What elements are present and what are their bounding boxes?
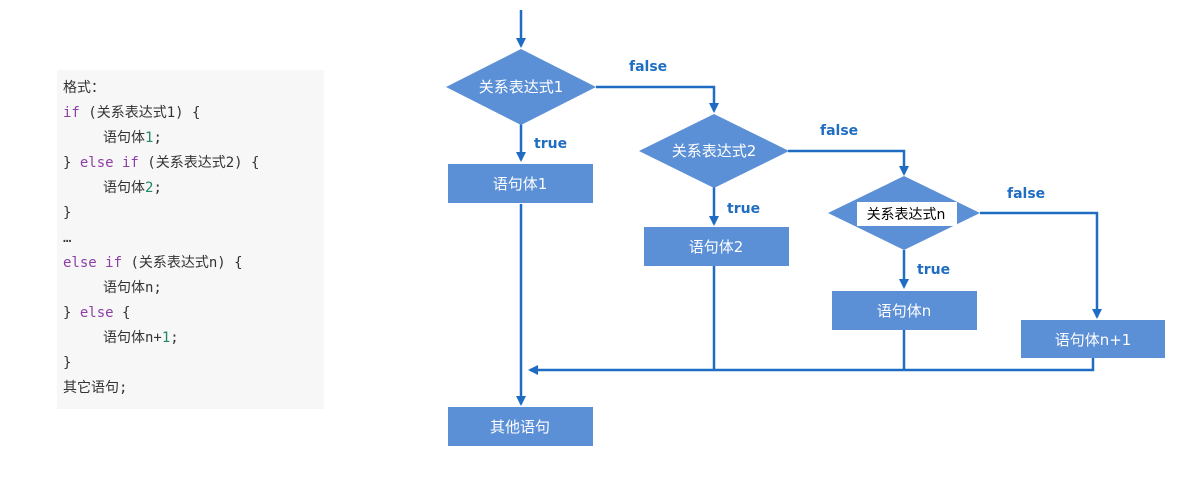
false-label-1: false [629, 59, 667, 75]
merge-arrow [528, 358, 1095, 375]
stmt2-label: 语句体2 [689, 238, 744, 256]
close-brace-2: } [63, 355, 72, 371]
bodyn1-number: 1 [161, 330, 171, 346]
body1-end: ; [153, 130, 162, 146]
box-stmtn1: 语句体n+1 [1021, 320, 1165, 358]
code-line-8: else if (关系表达式n) { [63, 251, 324, 276]
else-keyword: else [79, 305, 114, 321]
bodyn1-text: 语句体n+ [103, 330, 162, 346]
bodyn1-end: ; [170, 330, 179, 346]
cond1-label: 关系表达式1 [479, 78, 564, 96]
box-stmt1: 语句体1 [448, 164, 593, 203]
body2-end: ; [153, 180, 162, 196]
code-line-6: } [63, 201, 324, 226]
close-brace-1: } [63, 205, 72, 221]
code-line-11: 语句体n+1; [63, 326, 324, 351]
code-line-4: } else if (关系表达式2) { [63, 151, 324, 176]
cond2-label: 关系表达式2 [672, 142, 757, 160]
body2-text: 语句体 [103, 180, 145, 196]
format-label: 格式： [63, 80, 105, 96]
other-statement: 其它语句; [63, 380, 128, 396]
connectors [516, 10, 1102, 406]
elseif1-keyword: else if [79, 155, 139, 171]
diamond-cond1: 关系表达式1 [446, 49, 596, 125]
code-line-9: 语句体n; [63, 276, 324, 301]
stmtn1-label: 语句体n+1 [1055, 331, 1132, 349]
else-open: } [63, 305, 80, 321]
diamond-cond2: 关系表达式2 [639, 114, 789, 188]
else-brace: { [113, 305, 131, 321]
if-keyword: if [63, 105, 80, 121]
cond1-false-arrow [596, 85, 719, 113]
box-other: 其他语句 [448, 407, 593, 446]
false-label-2: false [820, 123, 858, 139]
true-label-1: true [534, 136, 567, 152]
condn-label: 关系表达式n [867, 207, 946, 223]
ellipsis: … [63, 230, 72, 246]
stmt1-label: 语句体1 [493, 175, 548, 193]
box-stmtn: 语句体n [832, 291, 977, 330]
body2-number: 2 [145, 180, 154, 196]
code-line-12: } [63, 351, 324, 376]
elseif1-condition: (关系表达式2) { [138, 155, 260, 171]
false-label-n: false [1007, 186, 1045, 202]
code-line-1: 格式： [63, 76, 324, 101]
elseif1-open: } [63, 155, 80, 171]
elseifn-condition: (关系表达式n) { [122, 255, 243, 271]
code-panel: 格式： if (关系表达式1) { 语句体1; } else if (关系表达式… [57, 70, 324, 409]
true-label-2: true [727, 201, 760, 217]
condn-false-arrow [980, 211, 1102, 319]
diamond-condn: 关系表达式n [828, 176, 980, 250]
box-stmt2: 语句体2 [644, 227, 789, 266]
code-line-13: 其它语句; [63, 376, 324, 401]
if-condition: (关系表达式1) { [79, 105, 201, 121]
code-line-3: 语句体1; [63, 126, 324, 151]
code-line-2: if (关系表达式1) { [63, 101, 324, 126]
other-label: 其他语句 [490, 418, 550, 436]
body1-text: 语句体 [103, 130, 145, 146]
stmtn-label: 语句体n [877, 302, 932, 320]
bodyn-text: 语句体n; [103, 280, 162, 296]
cond2-false-arrow [788, 149, 909, 176]
true-label-n: true [917, 262, 950, 278]
elseifn-keyword: else if [63, 255, 123, 271]
code-line-7: … [63, 226, 324, 251]
body1-number: 1 [145, 130, 154, 146]
code-line-10: } else { [63, 301, 324, 326]
code-line-5: 语句体2; [63, 176, 324, 201]
